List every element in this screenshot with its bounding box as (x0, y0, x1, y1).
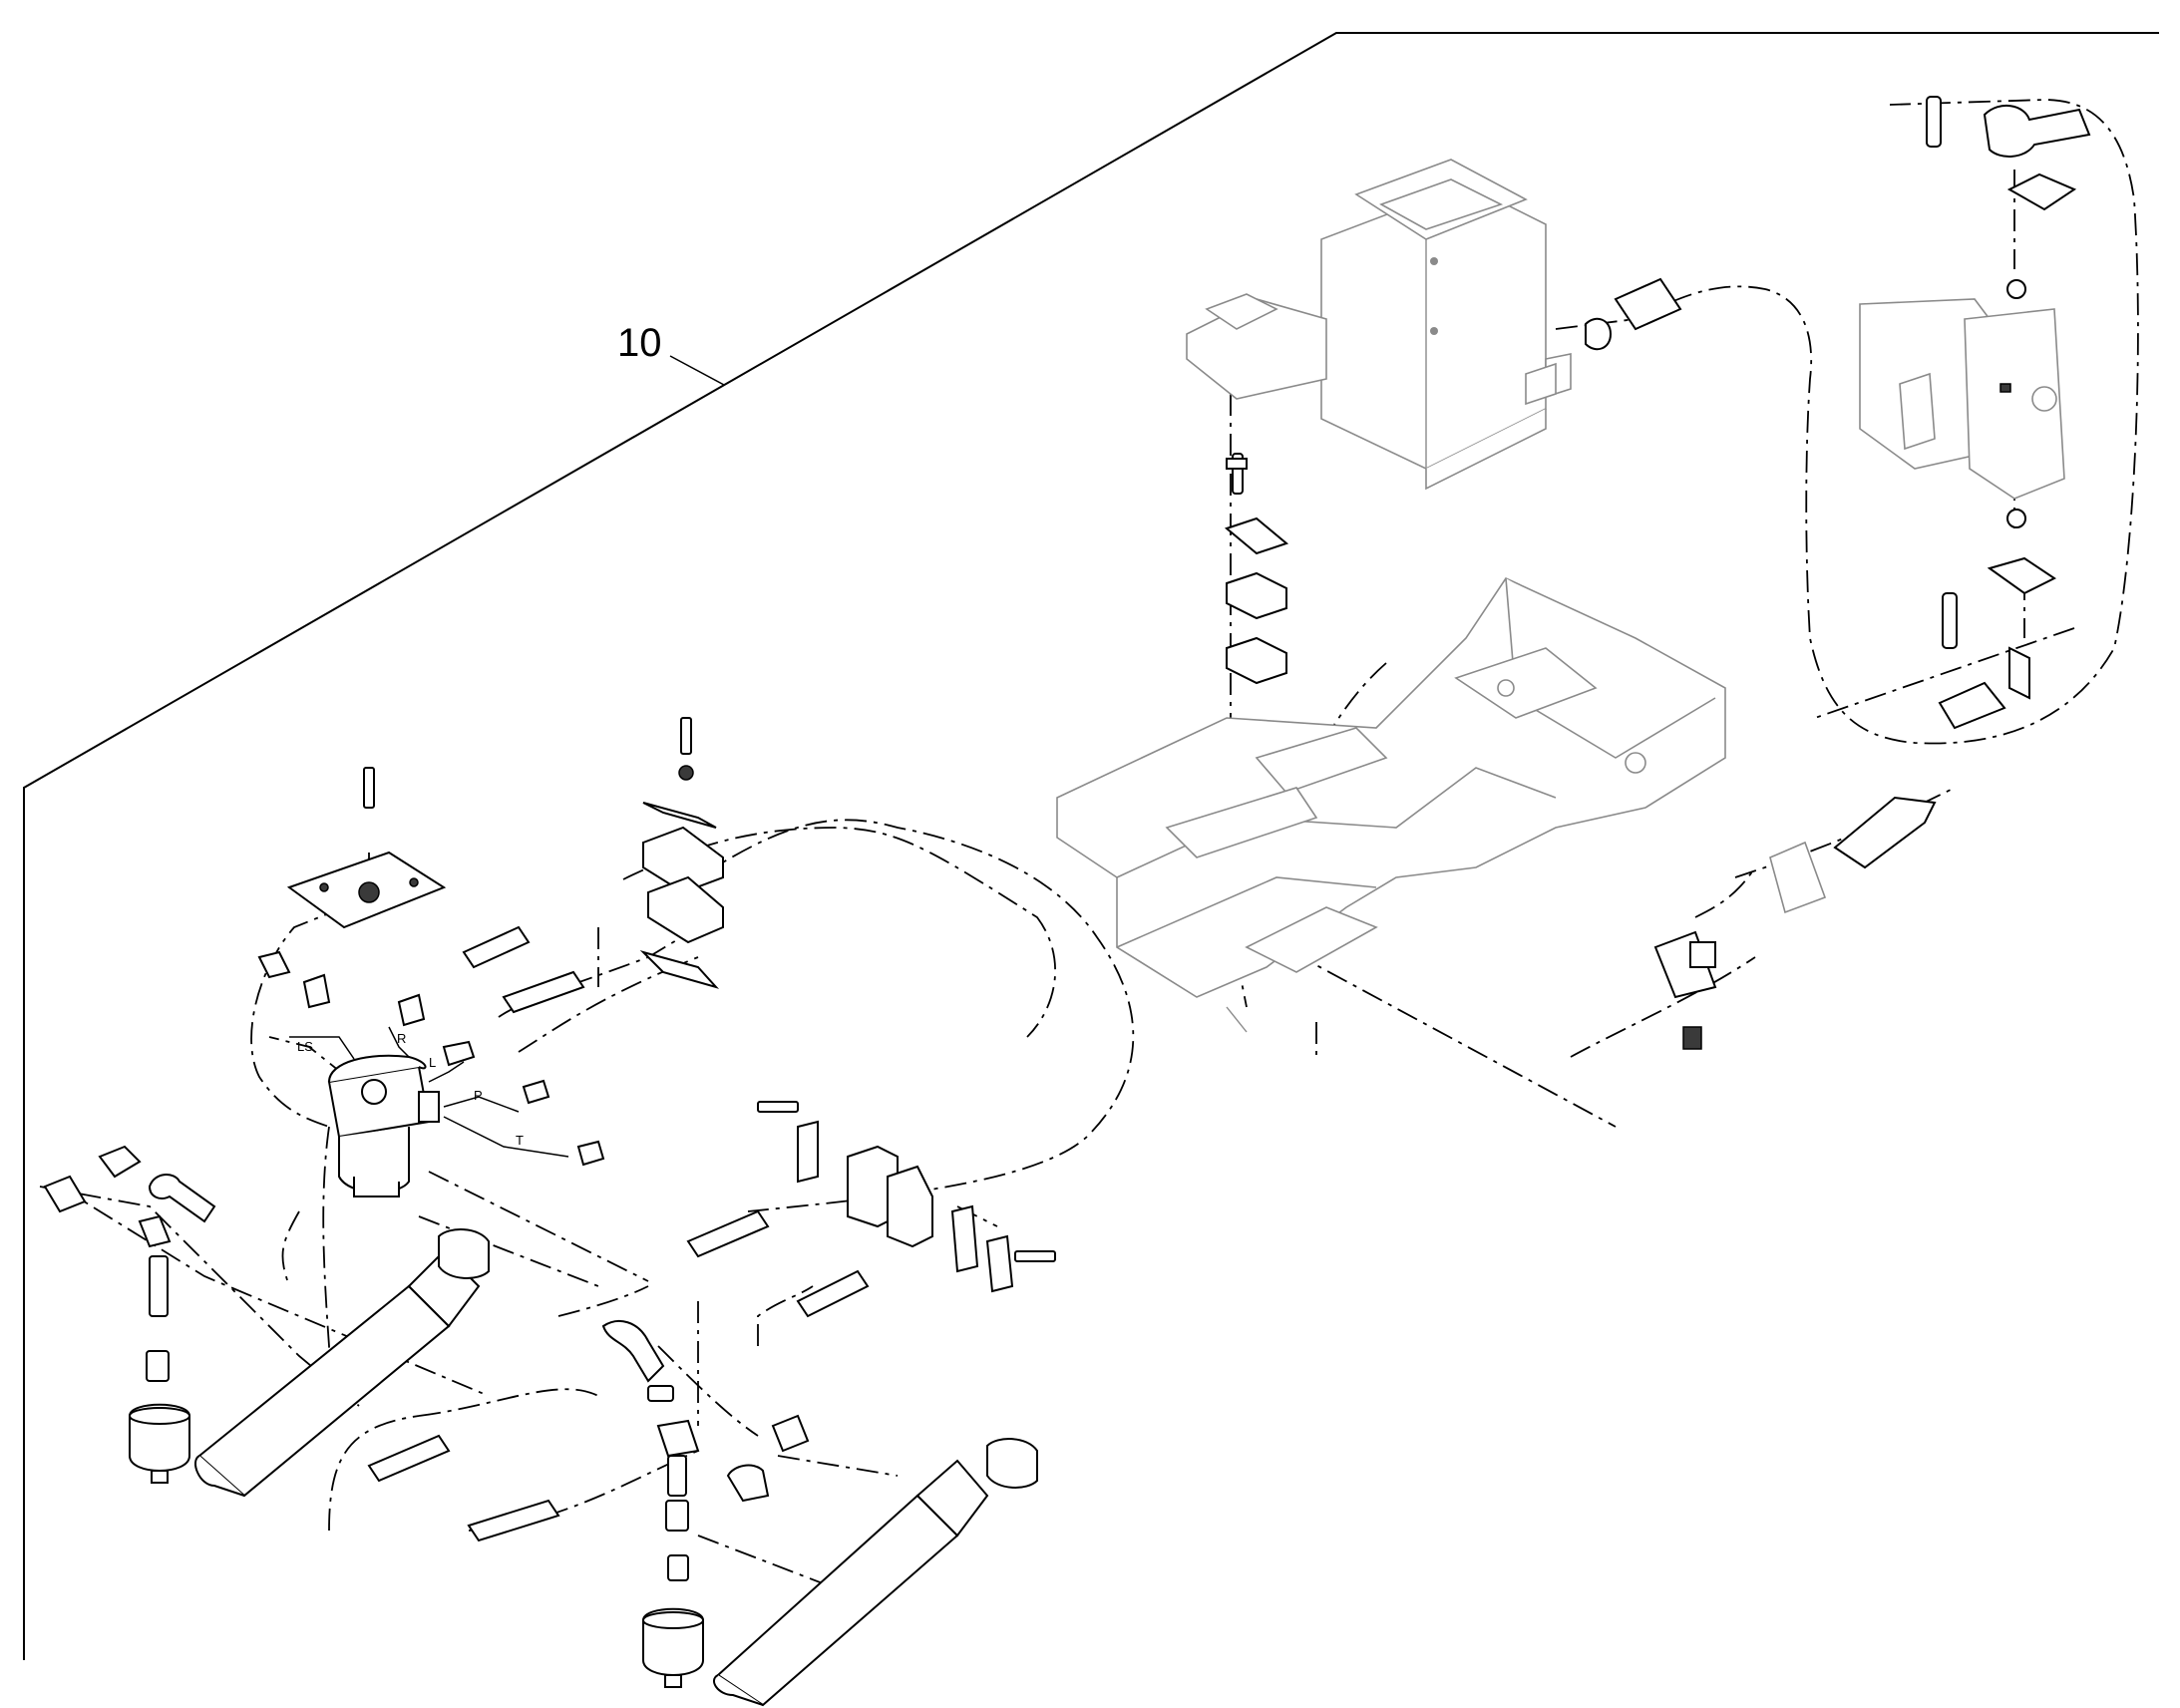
steering-hoses-lower (367, 1320, 674, 1542)
seat-console-frame (1186, 159, 1572, 491)
port-label-l: L (429, 1055, 436, 1070)
frame-mounting-bracket (1224, 453, 1289, 685)
port-label-r: R (397, 1031, 406, 1046)
callout-10: 10 (617, 321, 725, 386)
hose-clamp-stack (639, 717, 724, 989)
left-fittings (43, 1145, 216, 1382)
port-label-t: T (516, 1133, 524, 1148)
callout-number: 10 (617, 321, 662, 365)
chassis-frame (1056, 576, 1726, 1033)
console-hose-fittings (1585, 277, 1682, 351)
steering-cylinder-left (194, 1228, 490, 1498)
hydraulic-pump (1859, 96, 2091, 730)
port-label-leaders (289, 1026, 569, 1158)
accumulator-bottom (642, 1607, 704, 1688)
steering-cylinder-right (713, 1438, 1038, 1707)
assembly-boundary (23, 32, 2159, 1660)
steering-hoses-upper (462, 925, 870, 1318)
port-label-p: P (474, 1088, 483, 1103)
port-label-ls: LS (297, 1039, 313, 1054)
flow-divider-valve (1653, 796, 1937, 1050)
center-fittings (656, 1414, 810, 1581)
steering-unit (327, 1054, 440, 1197)
steering-mount-plate (286, 767, 447, 929)
port-fittings (257, 950, 605, 1167)
accumulator-left (129, 1403, 190, 1484)
hose-support-bracket (757, 1101, 1056, 1293)
